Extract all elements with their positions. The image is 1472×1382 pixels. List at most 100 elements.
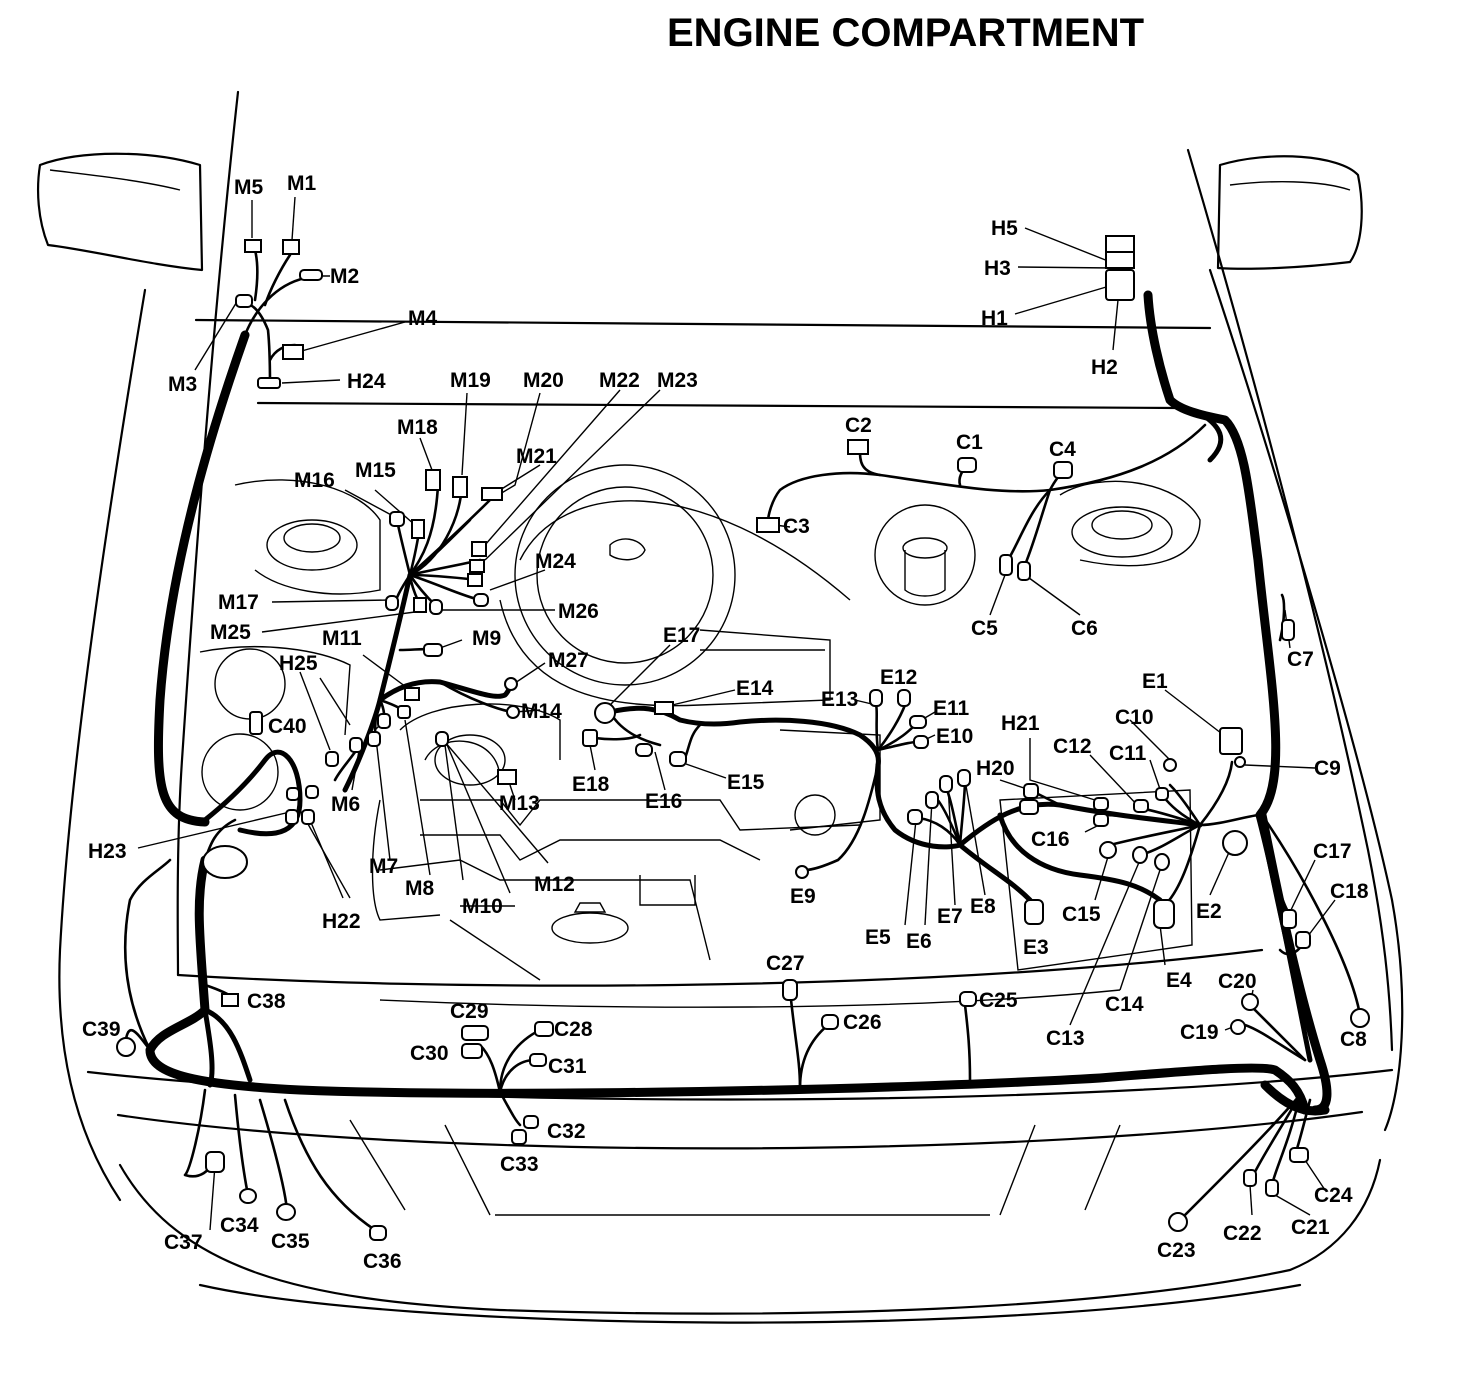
connector-c16a bbox=[1093, 797, 1109, 811]
label-c7: C7 bbox=[1287, 648, 1314, 671]
label-c11: C11 bbox=[1109, 742, 1147, 765]
label-c39: C39 bbox=[82, 1018, 121, 1041]
label-c21: C21 bbox=[1291, 1216, 1330, 1239]
label-e15: E15 bbox=[727, 771, 765, 794]
label-c36: C36 bbox=[363, 1250, 402, 1273]
connector-m25a bbox=[413, 597, 427, 613]
label-h22: H22 bbox=[322, 910, 361, 933]
label-h24: H24 bbox=[347, 370, 386, 393]
label-m18: M18 bbox=[397, 416, 438, 439]
connector-m18 bbox=[425, 469, 441, 491]
right-strut-tower bbox=[1071, 506, 1173, 558]
connector-e4 bbox=[1153, 899, 1175, 929]
connector-e16 bbox=[635, 743, 653, 757]
label-c26: C26 bbox=[843, 1011, 882, 1034]
label-c33: C33 bbox=[500, 1153, 539, 1176]
label-c13: C13 bbox=[1046, 1027, 1085, 1050]
diagram-title: ENGINE COMPARTMENT bbox=[667, 11, 1144, 55]
connector-m5 bbox=[244, 239, 262, 253]
connector-symbols bbox=[116, 235, 1370, 1241]
label-h20: H20 bbox=[976, 757, 1015, 780]
label-c37: C37 bbox=[164, 1231, 203, 1254]
connector-e17 bbox=[594, 702, 616, 724]
connector-h1 bbox=[1105, 269, 1135, 301]
radiator-cap bbox=[551, 912, 629, 944]
label-c15: C15 bbox=[1062, 903, 1101, 926]
connector-h24 bbox=[257, 377, 281, 389]
wire-harnesses bbox=[123, 248, 1362, 1232]
label-e2: E2 bbox=[1196, 900, 1222, 923]
label-c1: C1 bbox=[956, 431, 983, 454]
connector-c3 bbox=[756, 517, 780, 533]
brake-booster bbox=[514, 464, 736, 686]
label-e8: E8 bbox=[970, 895, 996, 918]
label-c5: C5 bbox=[971, 617, 998, 640]
label-e14: E14 bbox=[736, 677, 774, 700]
connector-m13 bbox=[497, 769, 517, 785]
label-e12: E12 bbox=[880, 666, 917, 689]
connector-m22 bbox=[471, 541, 487, 557]
connector-c22 bbox=[1243, 1169, 1257, 1187]
connector-labels: M5 M1 M2 M3 M4 H24 M19 M20 M22 M23 M18 M… bbox=[82, 172, 1369, 1273]
label-m14: M14 bbox=[521, 700, 562, 723]
connector-c8 bbox=[1350, 1008, 1370, 1028]
label-e4: E4 bbox=[1166, 969, 1192, 992]
washer-tank bbox=[201, 733, 279, 811]
label-h25: H25 bbox=[279, 652, 318, 675]
connector-m12 bbox=[435, 731, 449, 747]
connector-h23a bbox=[286, 787, 300, 801]
label-m3: M3 bbox=[168, 373, 197, 396]
connector-e6 bbox=[925, 791, 939, 809]
label-m19: M19 bbox=[450, 369, 491, 392]
label-c31: C31 bbox=[548, 1055, 587, 1078]
label-c6: C6 bbox=[1071, 617, 1098, 640]
connector-c39 bbox=[116, 1037, 136, 1057]
label-e16: E16 bbox=[645, 790, 682, 813]
connector-c15 bbox=[1099, 841, 1117, 859]
label-c3: C3 bbox=[783, 515, 810, 538]
label-c18: C18 bbox=[1330, 880, 1369, 903]
label-c32: C32 bbox=[547, 1120, 586, 1143]
connector-m25b bbox=[429, 599, 443, 615]
label-m9: M9 bbox=[472, 627, 501, 650]
label-c35: C35 bbox=[271, 1230, 310, 1253]
connector-h23b bbox=[305, 785, 319, 799]
connector-e8 bbox=[957, 769, 971, 787]
connector-e15 bbox=[669, 751, 687, 767]
label-e9: E9 bbox=[790, 885, 816, 908]
connector-m21 bbox=[481, 487, 503, 501]
label-c30: C30 bbox=[410, 1042, 449, 1065]
connector-m26 bbox=[473, 593, 489, 607]
connector-m23 bbox=[469, 559, 485, 573]
fluid-reservoir bbox=[874, 504, 976, 606]
label-m12: M12 bbox=[534, 873, 575, 896]
label-m22: M22 bbox=[599, 369, 640, 392]
connector-m15 bbox=[411, 519, 425, 539]
connector-h5 bbox=[1105, 235, 1135, 253]
label-m4: M4 bbox=[408, 307, 437, 330]
label-c17: C17 bbox=[1313, 840, 1352, 863]
label-c16: C16 bbox=[1031, 828, 1070, 851]
connector-c18 bbox=[1295, 931, 1311, 949]
label-m10: M10 bbox=[462, 895, 503, 918]
connector-c31 bbox=[529, 1053, 547, 1067]
connector-m16 bbox=[389, 511, 405, 527]
connector-h22b bbox=[301, 809, 315, 825]
connector-c25 bbox=[959, 991, 977, 1007]
connector-c34 bbox=[239, 1188, 257, 1204]
connector-e14 bbox=[654, 701, 674, 715]
connector-c6 bbox=[1017, 561, 1031, 581]
connector-c2 bbox=[847, 439, 869, 455]
connector-m11 bbox=[404, 687, 420, 701]
connector-m7 bbox=[377, 713, 391, 729]
connector-c33 bbox=[511, 1129, 527, 1145]
connector-e10 bbox=[913, 735, 929, 749]
label-m24: M24 bbox=[535, 550, 576, 573]
connector-c10 bbox=[1163, 758, 1177, 772]
label-m17: M17 bbox=[218, 591, 259, 614]
connector-c27 bbox=[782, 979, 798, 1001]
label-e18: E18 bbox=[572, 773, 610, 796]
label-m16: M16 bbox=[294, 469, 335, 492]
label-h23: H23 bbox=[88, 840, 127, 863]
connector-c32 bbox=[523, 1115, 539, 1129]
